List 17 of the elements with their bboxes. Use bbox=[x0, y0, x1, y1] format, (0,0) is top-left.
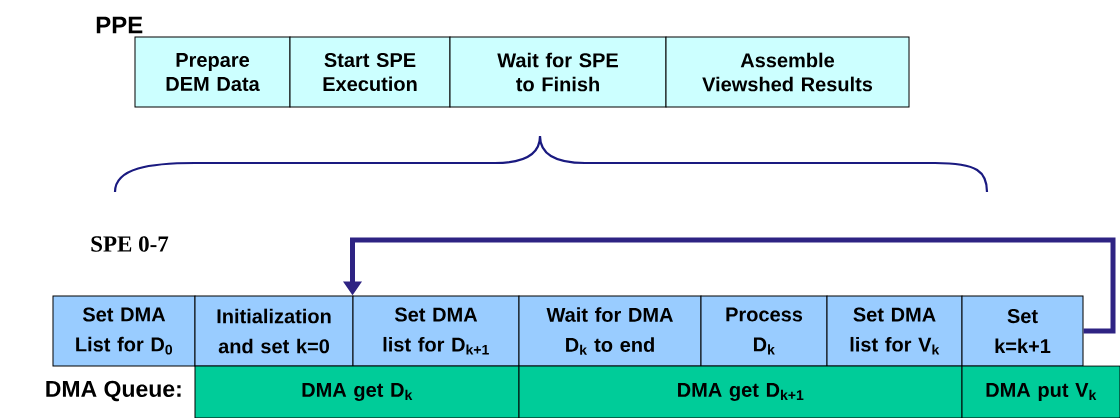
node-label: DMA get D$_{k+1}$ bbox=[678, 383, 804, 401]
task-box: Set DMA List for D$_{0}$ bbox=[52, 295, 196, 367]
queue-box: DMA get D$_{k}$ bbox=[194, 365, 520, 418]
task-box: Set DMA list for V$_{k}$ bbox=[826, 295, 963, 367]
task-box: Process D$_{k}$ bbox=[700, 295, 828, 367]
task-box: Assemble Viewshed Results bbox=[665, 36, 910, 108]
task-box: Start SPE Execution bbox=[289, 36, 451, 108]
task-box: Set DMA list for D$_{k+1}$ bbox=[352, 295, 520, 367]
task-box: Set k=k+1 bbox=[961, 295, 1084, 367]
task-box: Wait for SPE to Finish bbox=[449, 36, 667, 108]
task-box: Prepare DEM Data bbox=[134, 36, 291, 108]
section-heading: PPE bbox=[96, 16, 143, 34]
row-label: DMA Queue: bbox=[46, 380, 181, 402]
task-box: Wait for DMA D$_{k}$ to end bbox=[518, 295, 702, 367]
section-heading: SPE 0-7 bbox=[91, 236, 169, 252]
queue-box: DMA put V$_{k}$ bbox=[961, 365, 1120, 418]
task-box: Initialization and set k=0 bbox=[194, 295, 354, 367]
